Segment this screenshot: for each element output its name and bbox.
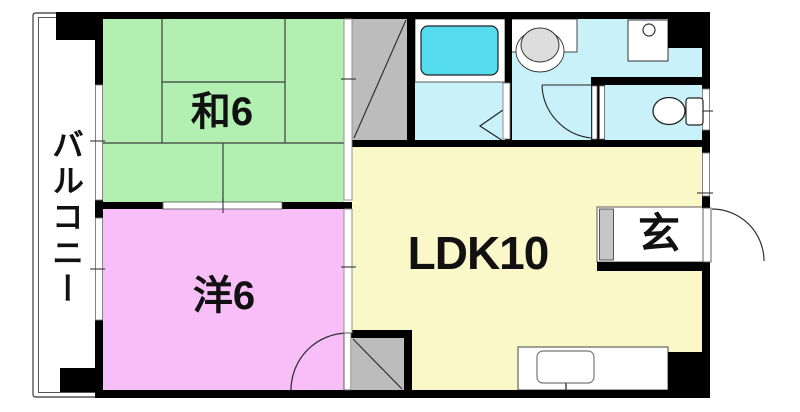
bathroom-bifold-door-icon bbox=[478, 109, 504, 142]
washing-machine-drain-icon bbox=[642, 23, 656, 37]
entrance-label: 玄 bbox=[637, 210, 681, 257]
toilet-door-panel-1 bbox=[591, 85, 598, 140]
western-room-floor bbox=[103, 209, 344, 390]
closet-bottom-diagonal bbox=[352, 338, 403, 390]
balcony-label: バルコニー bbox=[48, 128, 84, 308]
wall-right-4 bbox=[702, 262, 710, 398]
washbasin-sink-icon bbox=[520, 27, 560, 63]
toilet-tank bbox=[685, 97, 704, 126]
sliding-partition-upper bbox=[343, 18, 353, 201]
wall-room-divider-right bbox=[282, 202, 352, 209]
shoe-cabinet bbox=[599, 208, 614, 261]
wall-room-divider-left bbox=[95, 202, 163, 209]
window-ticks bbox=[90, 78, 713, 270]
wall-ldk-top bbox=[352, 140, 710, 147]
wall-kitchen-corner bbox=[668, 352, 710, 398]
balcony-area bbox=[32, 12, 95, 398]
wall-left-lower bbox=[95, 320, 103, 392]
washroom-door-arc bbox=[541, 84, 592, 139]
wall-balcony-block-bottom bbox=[60, 368, 96, 392]
entrance-door-leaf bbox=[702, 207, 712, 263]
wall-closet-bath bbox=[407, 19, 415, 140]
wall-entrance-bottom bbox=[597, 262, 710, 271]
western-room-door-arc bbox=[290, 332, 349, 391]
wall-closet-bottom-top bbox=[348, 330, 412, 338]
wall-right-3 bbox=[702, 196, 710, 208]
bathtub-icon bbox=[420, 25, 499, 76]
ldk-label: LDK10 bbox=[407, 227, 550, 279]
sliding-partition-lower bbox=[343, 208, 353, 334]
wall-bath-washroom bbox=[505, 19, 512, 140]
wall-left-upper bbox=[95, 19, 103, 85]
wall-right-1 bbox=[702, 12, 710, 89]
closet-top-diagonal bbox=[353, 19, 407, 139]
window-ldk bbox=[702, 152, 710, 197]
wall-toilet-top bbox=[591, 77, 702, 85]
toilet-door-panel-2 bbox=[599, 85, 605, 140]
western-room-label: 洋6 bbox=[192, 274, 256, 318]
entrance-door-arc bbox=[711, 208, 765, 262]
wall-right-2 bbox=[702, 130, 710, 153]
japanese-room-label: 和6 bbox=[190, 90, 254, 134]
walls bbox=[56, 12, 710, 398]
wall-closet-bottom-right bbox=[404, 338, 412, 390]
western-room-door-leaf bbox=[343, 332, 352, 391]
wall-balcony-block-top bbox=[56, 12, 98, 40]
bathroom-door-track bbox=[502, 82, 511, 140]
wall-bottom bbox=[95, 390, 710, 398]
kitchen-sink-icon bbox=[536, 350, 595, 384]
toilet-icon bbox=[652, 96, 686, 126]
tatami-lines bbox=[103, 19, 344, 202]
wall-top bbox=[56, 12, 710, 19]
window-japanese-room bbox=[95, 84, 103, 201]
